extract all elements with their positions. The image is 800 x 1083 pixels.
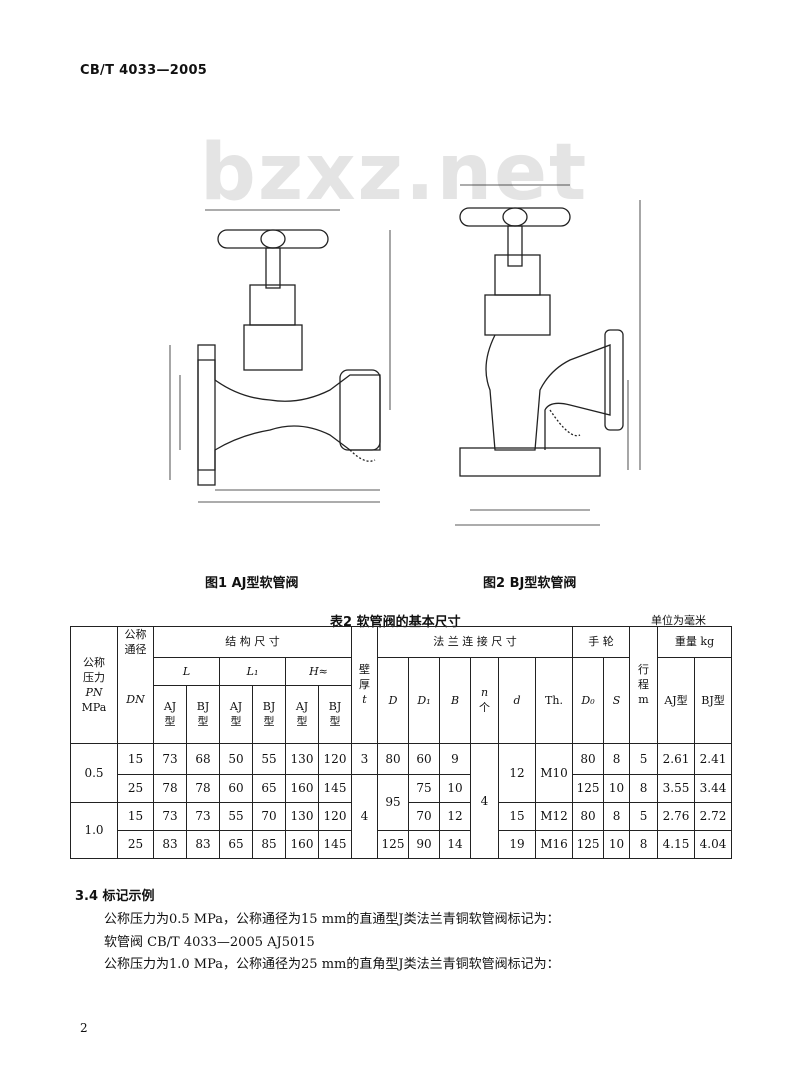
watermark: bzxz.net (200, 128, 589, 218)
standard-code-header: CB/T 4033—2005 (80, 63, 208, 78)
header-B: B (439, 656, 471, 744)
header-Th: Th. (534, 656, 574, 744)
paragraph-1: 公称压力为0.5 MPa，公称通径为15 mm的直通型J类法兰青铜软管阀标记为： (104, 912, 560, 927)
header-handwheel: 手 轮 (572, 626, 631, 658)
header-weight-bj: BJ型 (694, 656, 733, 744)
table-row: 25 78 78 60 65 160 145 4 95 75 10 125 10… (71, 773, 733, 859)
paragraph-2: 软管阀 CB/T 4033—2005 AJ5015 (104, 935, 315, 950)
figure-1-caption: 图1 AJ型软管阀 (205, 576, 299, 591)
header-weight-aj: AJ型 (657, 656, 696, 744)
header-H: H≈ (285, 656, 352, 686)
header-weight: 重量 kg (657, 626, 733, 658)
header-D: D (377, 656, 409, 744)
bj-valve-drawing (455, 184, 641, 526)
paragraph-3: 公称压力为1.0 MPa，公称通径为25 mm的直角型J类法兰青铜软管阀标记为： (104, 957, 560, 972)
table-row: 1.0 15 73 73 55 70 130 120 70 12 15 M12 … (70, 801, 733, 859)
page-number: 2 (80, 1021, 88, 1035)
table-unit: 单位为毫米 (651, 614, 706, 627)
section-heading: 3.4 标记示例 (75, 889, 155, 904)
header-L1: L₁ (219, 656, 286, 686)
figure-2-caption: 图2 BJ型软管阀 (483, 576, 577, 591)
header-D0: D₀ (572, 656, 605, 744)
header-dn-symbol: DN (117, 657, 154, 744)
table-row: 25 83 83 65 85 160 145 125 90 14 19 M16 … (71, 829, 733, 859)
aj-valve-drawing (169, 209, 391, 503)
header-structure: 结 构 尺 寸 (153, 626, 352, 658)
header-dn: 公称通径 (117, 626, 154, 657)
valve-drawings (169, 184, 641, 526)
header-D1: D₁ (408, 656, 440, 744)
header-d: d (498, 656, 536, 744)
header-S: S (603, 656, 631, 744)
header-L: L (153, 656, 220, 686)
table-row: 0.5 15 73 68 50 55 130 120 3 80 60 9 4 1… (70, 742, 733, 859)
header-flange: 法 兰 连 接 尺 寸 (376, 626, 574, 658)
